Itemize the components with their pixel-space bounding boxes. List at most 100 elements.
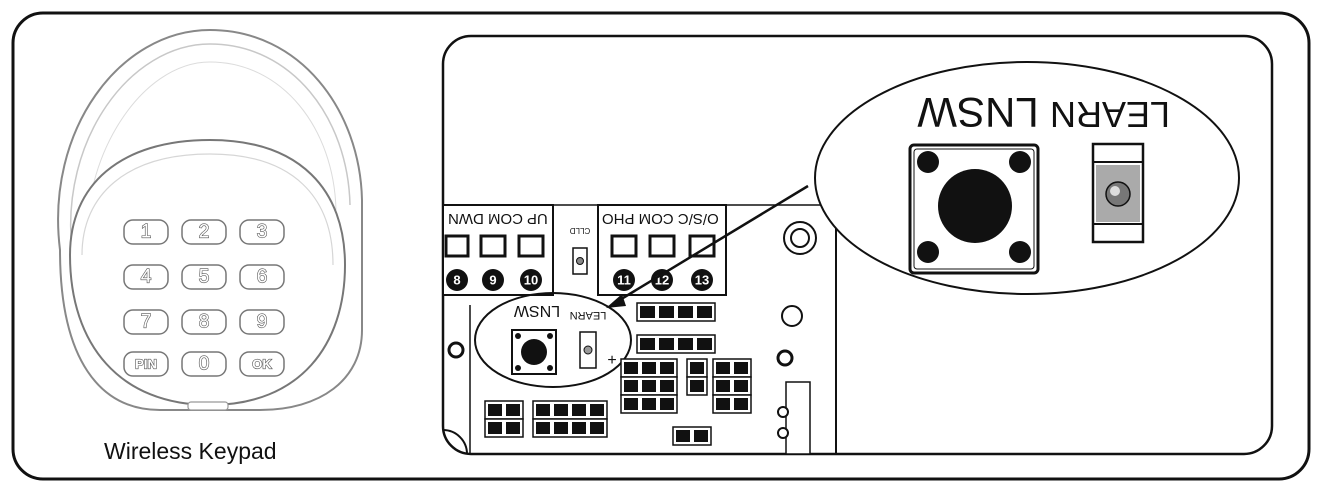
- chip-pin: [488, 404, 502, 416]
- chip-pin: [716, 380, 730, 392]
- chip-pin: [734, 398, 748, 410]
- test-point: [781, 305, 803, 327]
- chip-pin: [690, 362, 704, 374]
- zoom-button-label: LNSW: [917, 89, 1039, 136]
- chip-pin: [536, 422, 550, 434]
- chip-pin: [536, 404, 550, 416]
- keypad-key-label: 7: [141, 312, 152, 333]
- small-learn-led-dot: [583, 345, 593, 355]
- chip-pin: [554, 422, 568, 434]
- pointer-arrow: [617, 184, 809, 303]
- terminal-block-left-label: UP COM DWN: [448, 210, 548, 227]
- chip-pin: [590, 404, 604, 416]
- keypad-key: [181, 309, 227, 335]
- terminal-numbers-right: 11 12 13: [613, 269, 713, 291]
- chip-pin: [660, 362, 674, 374]
- chip-pin: [660, 398, 674, 410]
- chip-pin: [624, 398, 638, 410]
- keypad-key-label: 3: [257, 222, 268, 243]
- chip-pin: [642, 398, 656, 410]
- small-button-cap: [521, 339, 547, 365]
- chip-pin: [734, 380, 748, 392]
- chip-pin: [590, 422, 604, 434]
- small-learn-label: LEARN: [570, 309, 607, 321]
- test-point: [447, 341, 465, 359]
- chip-pin: [716, 398, 730, 410]
- pointer-arrowhead: [606, 294, 626, 308]
- learn-area-circle: [474, 292, 632, 388]
- keypad-key-label: 9: [257, 312, 268, 333]
- chip-pin: [640, 338, 655, 350]
- chip-pin: [554, 404, 568, 416]
- clld-jumper-dot: [576, 257, 584, 265]
- chip-pin: [624, 362, 638, 374]
- clld-label: CLLD: [570, 226, 591, 235]
- chip-pin: [694, 430, 708, 442]
- chip-pin: [506, 404, 520, 416]
- terminal-numbers-left: 8 9 10: [446, 269, 542, 291]
- keypad-key: [181, 264, 227, 290]
- chip-pin: [716, 362, 730, 374]
- chip-pin: [624, 380, 638, 392]
- test-point: [776, 349, 794, 367]
- zoom-button-cap: [938, 169, 1012, 243]
- keypad-key-label: 6: [257, 267, 268, 288]
- keypad-key: [123, 351, 169, 377]
- keypad-key-label: 5: [199, 267, 210, 288]
- keypad-key-label: 8: [199, 312, 210, 333]
- keypad-shell-rim: [69, 43, 351, 251]
- keypad-key-label: 0: [199, 354, 210, 375]
- terminal-screws-right: [610, 234, 716, 258]
- chip-pin: [660, 380, 674, 392]
- keypad-shell-rim-inner: [86, 61, 337, 251]
- mounting-hole-inner: [790, 228, 810, 248]
- keypad-key: [181, 219, 227, 245]
- chip-pin: [488, 422, 502, 434]
- chip-pin: [697, 306, 712, 318]
- keypad-key: [123, 219, 169, 245]
- chip-pin: [642, 380, 656, 392]
- chip-pin: [678, 306, 693, 318]
- terminal-number: 13: [695, 273, 709, 288]
- zoom-button-inner-edge: [913, 148, 1035, 270]
- chip-pin: [640, 306, 655, 318]
- chip-pin: [734, 362, 748, 374]
- terminal-number: 10: [524, 273, 538, 288]
- keypad-face-highlight: [81, 153, 334, 266]
- keypad-key-label: 4: [141, 267, 152, 288]
- chip-pin: [678, 338, 693, 350]
- keypad-key-label: PIN: [135, 357, 157, 372]
- keypad-caption: Wireless Keypad: [104, 438, 277, 464]
- keypad-key: [239, 309, 285, 335]
- chip-pin: [690, 380, 704, 392]
- chip-pin: [697, 338, 712, 350]
- chip-pin: [572, 422, 586, 434]
- keypad-key: [239, 351, 285, 377]
- side-connector: [785, 381, 811, 455]
- chip-row: [532, 418, 608, 438]
- zoom-learn-label: LEARN: [1050, 94, 1170, 135]
- keypad-key: [181, 351, 227, 377]
- keypad-key-label: 2: [199, 222, 210, 243]
- chip-row: [636, 334, 716, 354]
- keypad-key: [239, 264, 285, 290]
- keypad-key: [123, 309, 169, 335]
- terminal-number: 11: [617, 273, 631, 288]
- terminal-screws-left: [444, 234, 545, 258]
- terminal-number: 8: [453, 273, 460, 288]
- keypad-key: [239, 219, 285, 245]
- keypad-key-label: 1: [141, 222, 152, 243]
- chip-row: [636, 302, 716, 322]
- chip-pin: [659, 306, 674, 318]
- chip-pin: [659, 338, 674, 350]
- chip-pin: [676, 430, 690, 442]
- keypad-key: [123, 264, 169, 290]
- plus-sign: +: [607, 352, 616, 369]
- terminal-number: 9: [489, 273, 496, 288]
- corner-arc: [442, 429, 468, 455]
- keypad-bottom-tab: [187, 401, 229, 411]
